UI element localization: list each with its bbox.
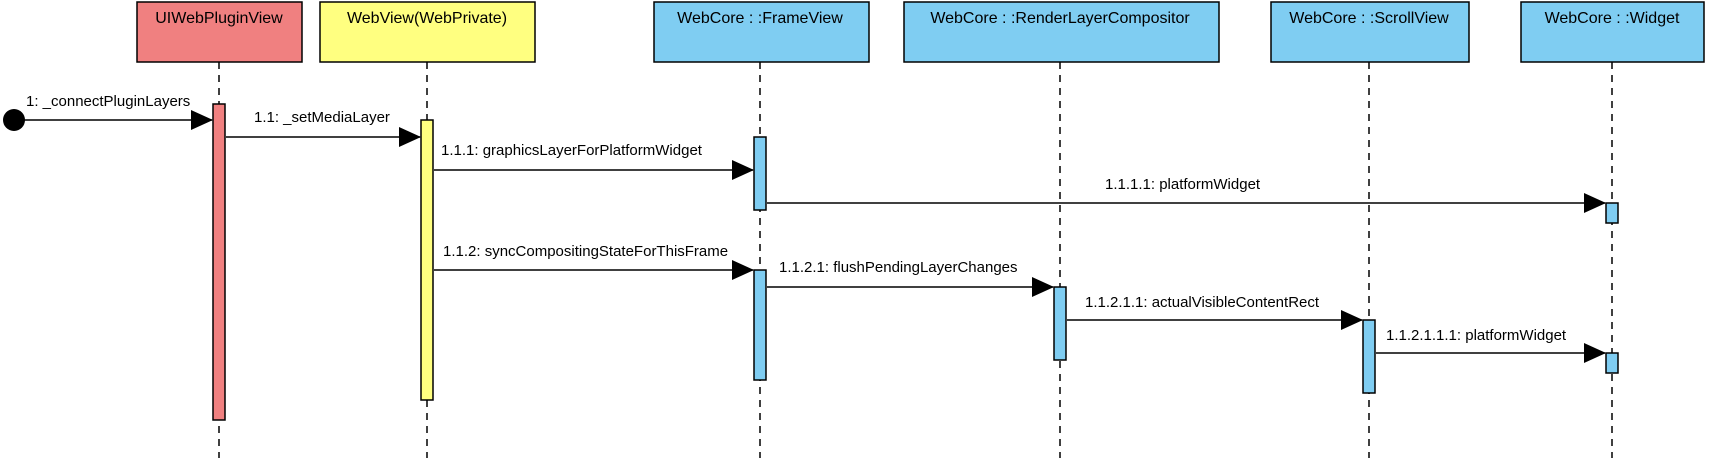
message-m7[interactable]: 1.1.2.1.1: actualVisibleContentRect (1067, 294, 1363, 330)
participant-box-p5[interactable]: WebCore : :Widget (1520, 1, 1705, 63)
participant-box-p3[interactable]: WebCore : :RenderLayerCompositor (903, 1, 1220, 63)
message-label: 1.1.2.1.1: actualVisibleContentRect (1085, 294, 1320, 311)
participant-box-p0[interactable]: UIWebPluginView (136, 1, 303, 63)
activation-bar-p2 (753, 269, 767, 381)
message-label: 1.1.2.1.1.1: platformWidget (1386, 327, 1567, 344)
activation-bar-p4 (1362, 319, 1376, 394)
message-m1[interactable]: 1: _connectPluginLayers (14, 93, 213, 130)
participant-box-p4[interactable]: WebCore : :ScrollView (1270, 1, 1470, 63)
activation-bar-p3 (1053, 286, 1067, 361)
message-m6[interactable]: 1.1.2.1: flushPendingLayerChanges (767, 259, 1054, 297)
participant-box-p1[interactable]: WebView(WebPrivate) (319, 1, 536, 63)
participant-name: WebCore : :RenderLayerCompositor (930, 10, 1190, 27)
message-label: 1.1.1: graphicsLayerForPlatformWidget (441, 142, 703, 159)
participant-name: UIWebPluginView (155, 10, 283, 27)
participant-name: WebView(WebPrivate) (347, 10, 507, 27)
activation-bar-p5 (1605, 202, 1619, 224)
activation-bar-p2 (753, 136, 767, 211)
activation-bar-p1 (420, 119, 434, 401)
participant-name: WebCore : :ScrollView (1289, 10, 1449, 27)
participant-name: WebCore : :Widget (1545, 10, 1680, 27)
participant-box-p2[interactable]: WebCore : :FrameView (653, 1, 870, 63)
message-label: 1.1: _setMediaLayer (254, 109, 390, 126)
activation-bar-p0 (212, 103, 226, 421)
message-m5[interactable]: 1.1.2: syncCompositingStateForThisFrame (434, 243, 754, 280)
message-m4[interactable]: 1.1.1.1: platformWidget (767, 176, 1606, 213)
message-m3[interactable]: 1.1.1: graphicsLayerForPlatformWidget (434, 142, 754, 180)
message-label: 1.1.2.1: flushPendingLayerChanges (779, 259, 1018, 276)
activation-bar-p5 (1605, 352, 1619, 374)
message-m8[interactable]: 1.1.2.1.1.1: platformWidget (1376, 327, 1606, 363)
message-label: 1.1.1.1: platformWidget (1105, 176, 1261, 193)
message-label: 1: _connectPluginLayers (26, 93, 190, 110)
message-label: 1.1.2: syncCompositingStateForThisFrame (443, 243, 728, 260)
message-m2[interactable]: 1.1: _setMediaLayer (226, 109, 421, 147)
participant-name: WebCore : :FrameView (677, 10, 843, 27)
